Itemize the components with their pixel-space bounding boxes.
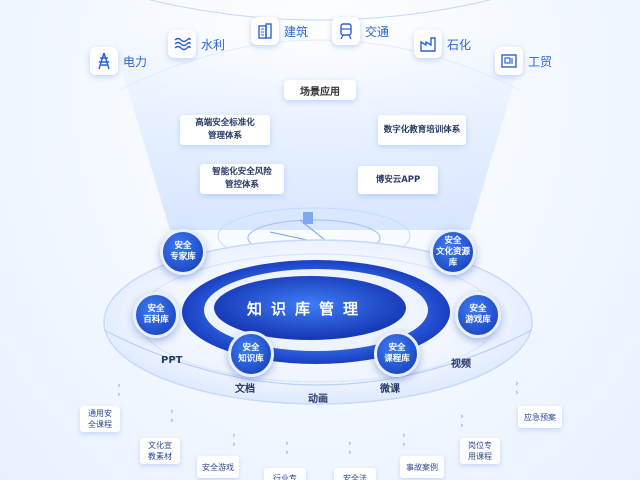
- application-card: 博安云APP: [358, 166, 438, 194]
- industry-label: 石化: [447, 37, 472, 52]
- power-tower-icon: [90, 47, 118, 75]
- media-label: 视频: [451, 359, 471, 370]
- library-node: 安全 百科库: [133, 292, 179, 338]
- resource-tile: 安全游戏: [197, 456, 239, 478]
- knowledge-core-title: 知识库管理: [246, 299, 367, 318]
- application-card: 数字化教育培训体系: [378, 115, 466, 145]
- industry-transport: 交通: [332, 16, 389, 46]
- arrow-icon: ››: [285, 439, 289, 458]
- arrow-icon: ››: [232, 431, 236, 450]
- arrow-icon: ››: [117, 381, 121, 400]
- industry-label: 水利: [201, 37, 226, 52]
- building-icon: [251, 17, 279, 45]
- factory-icon: [414, 30, 442, 58]
- media-label: 动画: [308, 394, 328, 405]
- library-node: 安全 专家库: [160, 229, 206, 275]
- library-node: 安全 文化资源库: [430, 229, 476, 275]
- application-card: 智能化安全风险 管控体系: [200, 164, 284, 194]
- arrow-icon: ››: [348, 439, 352, 458]
- industry-power: 电力: [90, 46, 147, 76]
- resource-tile: 通用安 全课程: [80, 406, 120, 432]
- scene-title: 场景应用: [284, 80, 356, 100]
- industry-label: 建筑: [284, 24, 309, 39]
- industry-label: 交通: [365, 24, 390, 39]
- arrow-icon: ››: [170, 407, 174, 426]
- resource-tile: 安全法: [334, 468, 376, 480]
- library-node: 安全 课程库: [374, 331, 420, 377]
- resource-tile: 岗位专 用课程: [460, 438, 500, 464]
- resource-tile: 行业专: [264, 468, 306, 480]
- resource-tile: 事故案例: [400, 456, 444, 478]
- industry-water: 水利: [168, 29, 225, 59]
- library-node: 安全 游戏库: [455, 292, 501, 338]
- resource-tile: 文化宣 教素材: [140, 438, 180, 464]
- library-node: 安全 知识库: [228, 331, 274, 377]
- machine-icon: [495, 47, 523, 75]
- industry-label: 工贸: [528, 54, 553, 69]
- industry-label: 电力: [123, 54, 148, 69]
- arrow-icon: ››: [460, 412, 464, 431]
- media-label: 文档: [235, 384, 255, 395]
- media-label: PPT: [161, 355, 183, 366]
- application-card: 高端安全标准化 管理体系: [180, 115, 270, 145]
- arrow-icon: ››: [515, 379, 519, 398]
- water-waves-icon: [168, 30, 196, 58]
- industry-trade: 工贸: [495, 46, 552, 76]
- media-label: 微课: [380, 384, 400, 395]
- industry-petrochemical: 石化: [414, 29, 471, 59]
- industry-construction: 建筑: [251, 16, 308, 46]
- resource-tile: 应急预案: [518, 406, 562, 428]
- train-icon: [332, 17, 360, 45]
- arrow-icon: ››: [402, 431, 406, 450]
